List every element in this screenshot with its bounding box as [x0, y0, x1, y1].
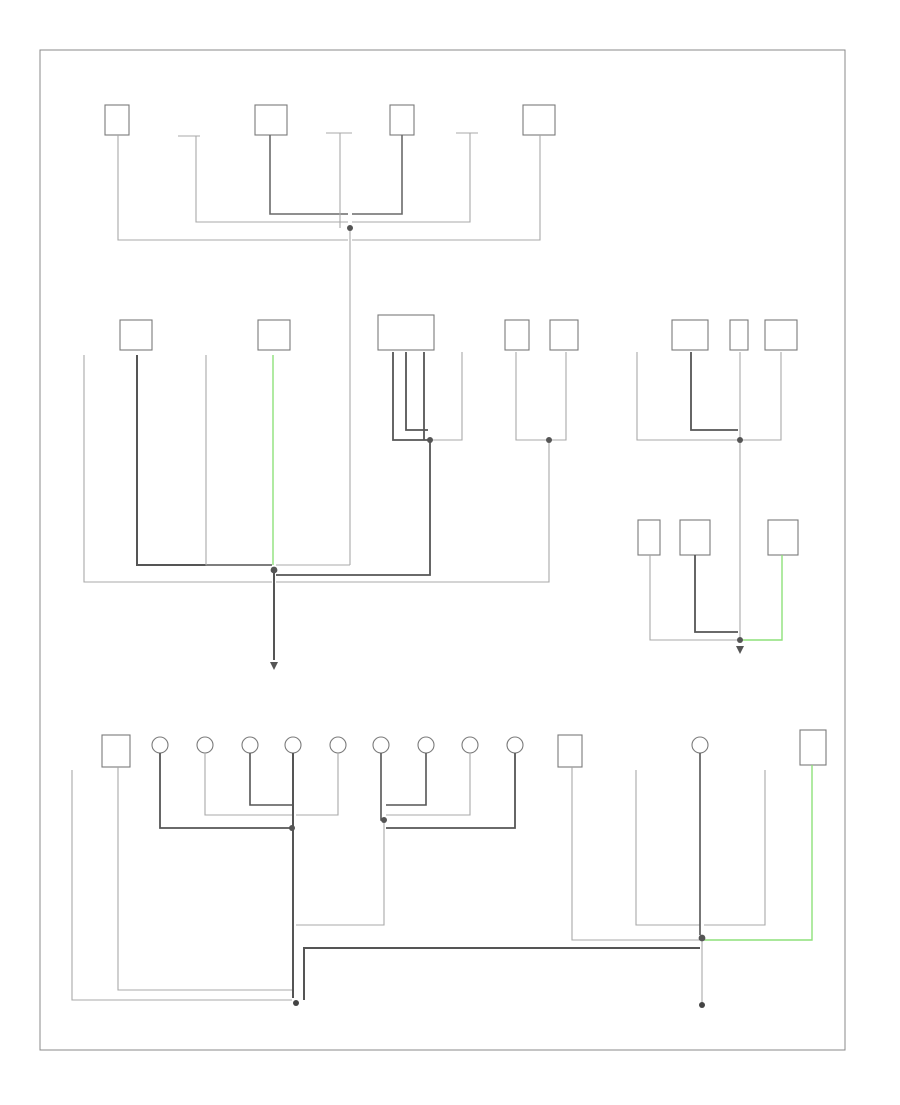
trunk-wire [303, 947, 700, 1000]
ground-point [293, 1000, 299, 1006]
trunk-wire [276, 440, 431, 576]
lamp [506, 736, 524, 754]
component-box [389, 104, 415, 136]
component-box [257, 319, 291, 351]
ground-symbol [270, 662, 278, 670]
wire [550, 352, 567, 441]
wire [136, 355, 272, 566]
component-box [101, 734, 131, 768]
wire [71, 770, 292, 1001]
wire [205, 355, 272, 566]
splice-node [737, 437, 743, 443]
component-box [254, 104, 288, 136]
wire [386, 753, 471, 816]
wire [83, 355, 272, 583]
component-box [377, 314, 435, 351]
component-box [671, 319, 709, 351]
lamp [329, 736, 347, 754]
splice-node [347, 225, 353, 231]
splice-node [289, 825, 295, 831]
lamp [372, 736, 390, 754]
splice-node [546, 437, 552, 443]
wire [636, 352, 738, 441]
diagram-frame [39, 49, 846, 1051]
component-box [119, 319, 153, 351]
wire [117, 135, 348, 241]
wire [352, 135, 541, 241]
wire [249, 753, 292, 806]
wire [296, 753, 339, 816]
component-box [522, 104, 556, 136]
wire [117, 767, 292, 991]
lamp [691, 736, 709, 754]
row3-wiring [71, 729, 827, 1005]
splice-node [737, 637, 743, 643]
row2-wiring [83, 314, 799, 660]
wire [571, 767, 700, 941]
wire [432, 352, 463, 441]
wire [386, 753, 427, 806]
wire [694, 555, 738, 633]
component-box [799, 729, 827, 766]
wire [352, 133, 471, 223]
wire [386, 753, 516, 829]
lamp [461, 736, 479, 754]
wire [159, 753, 292, 829]
wire-green [742, 555, 783, 641]
ground-symbol [736, 646, 744, 654]
wire [635, 770, 700, 926]
splice-node [698, 934, 706, 942]
wire [380, 753, 384, 821]
wire [742, 352, 782, 441]
ground-point [699, 1002, 705, 1008]
wire [405, 352, 428, 431]
trunk-wire [276, 440, 550, 583]
lamp [196, 736, 214, 754]
wire [515, 352, 548, 441]
wire [204, 753, 292, 816]
component-box [504, 319, 530, 351]
lamp [151, 736, 169, 754]
wire [690, 352, 738, 431]
component-box [679, 519, 711, 556]
component-box [729, 319, 749, 351]
wire [352, 135, 403, 215]
splice-node [381, 817, 387, 823]
lamp [241, 736, 259, 754]
wire [704, 770, 766, 926]
wire [195, 136, 348, 223]
wire-green [704, 765, 813, 941]
component-box [549, 319, 579, 351]
component-box [557, 734, 583, 768]
row1-wiring [104, 104, 556, 565]
wire [649, 555, 738, 641]
component-box [767, 519, 799, 556]
trunk-wire [296, 820, 385, 926]
lamp [417, 736, 435, 754]
component-box [637, 519, 661, 556]
splice-node [270, 566, 278, 574]
wire [269, 135, 348, 215]
lamp [284, 736, 302, 754]
splice-node [427, 437, 433, 443]
component-box [104, 104, 130, 136]
wire [392, 352, 428, 441]
component-box [764, 319, 798, 351]
